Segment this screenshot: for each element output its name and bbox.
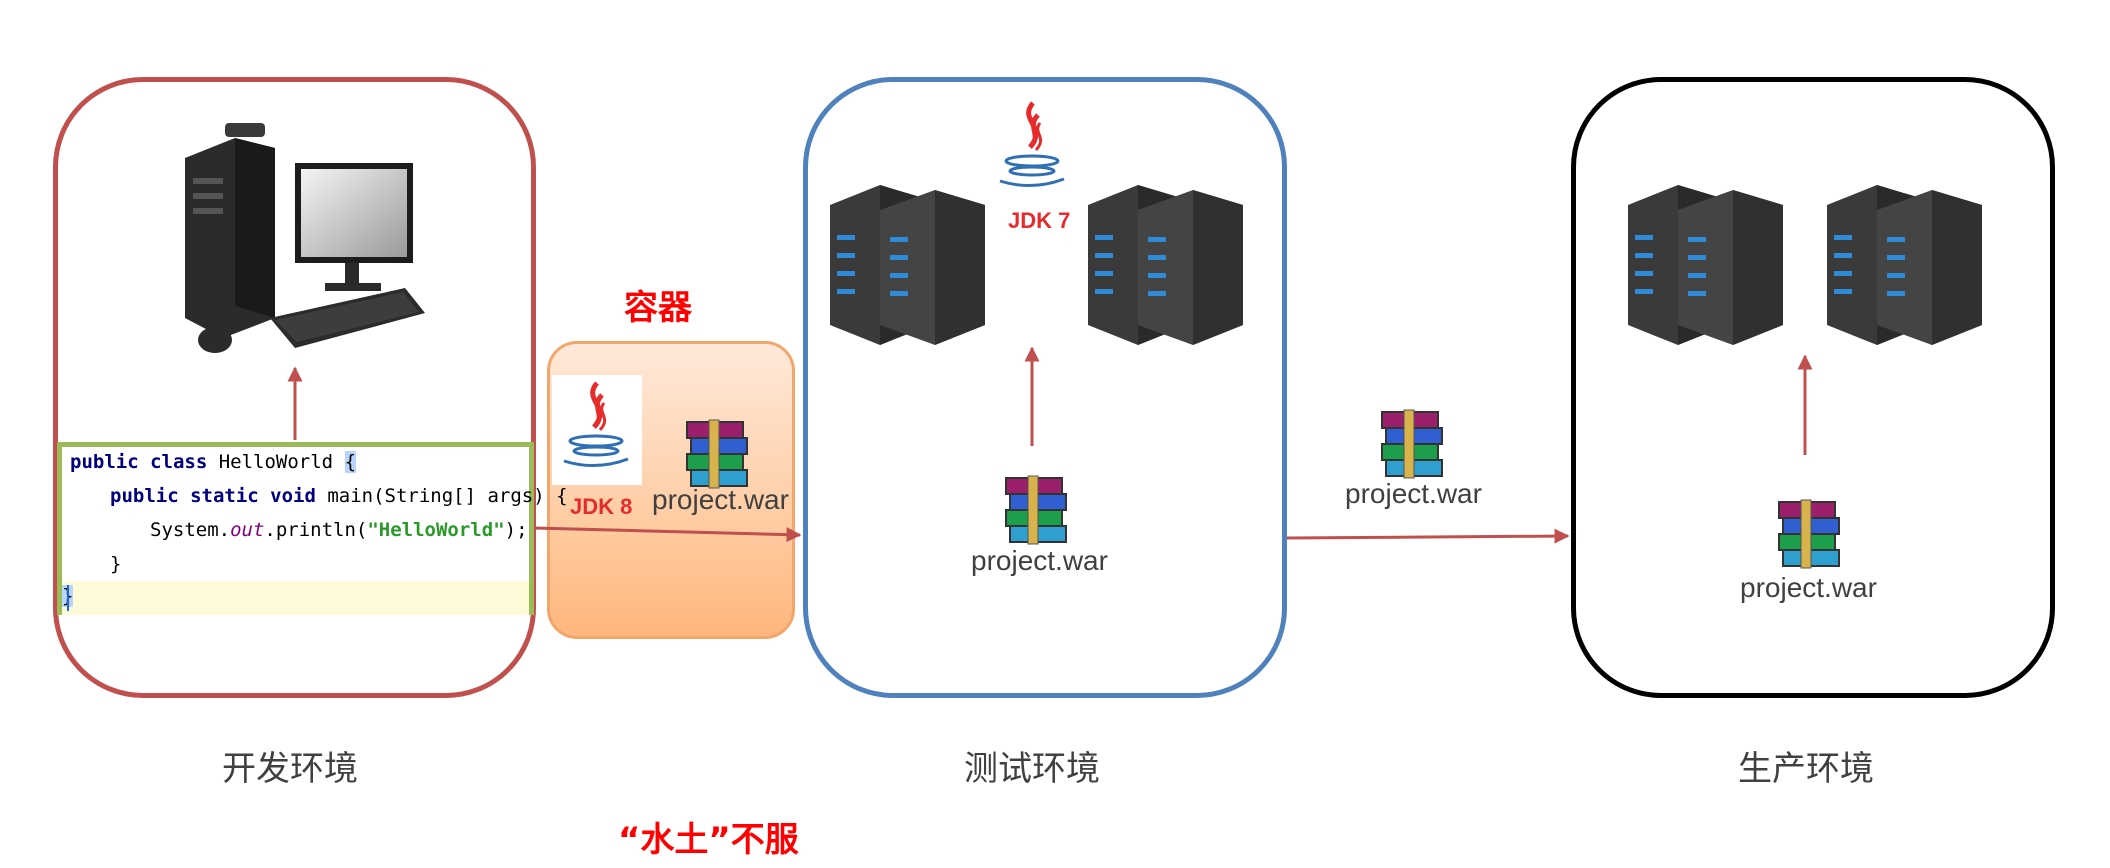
arrow-test-to-prod (1286, 528, 1570, 544)
war-archive-icon (1778, 499, 1840, 569)
code-current-line (62, 581, 529, 615)
arrow-dev-to-test (533, 526, 802, 543)
code-brace: { (344, 451, 357, 473)
code-text: System. (150, 519, 231, 541)
prod-environment-box (1571, 77, 2055, 698)
code-keyword: public static void (110, 485, 316, 507)
desktop-computer-icon (185, 123, 425, 353)
war-archive-icon (1005, 475, 1067, 545)
prod-environment-label: 生产环境 (1738, 749, 1874, 789)
code-line-4: } (110, 553, 121, 575)
code-text: HelloWorld (207, 451, 345, 473)
container-war-label: project.war (652, 484, 789, 515)
code-field: out (230, 519, 265, 541)
code-line-2: public static void main(String[] args) { (110, 485, 568, 507)
code-text: main(String[] args) { (315, 485, 568, 507)
code-text: .println( (264, 519, 368, 541)
code-text: } (110, 553, 122, 575)
prod-war-label: project.war (1740, 572, 1877, 603)
dev-environment-label: 开发环境 (222, 749, 358, 789)
war-archive-icon (686, 419, 748, 489)
compatibility-note: “水土”不服 (618, 820, 799, 860)
code-string: "HelloWorld" (367, 519, 505, 541)
war-archive-icon (1381, 409, 1443, 479)
test-war-label: project.war (971, 545, 1108, 576)
text-caret (67, 585, 69, 611)
dev-environment-box (53, 77, 536, 698)
code-keyword: public class (70, 451, 208, 473)
test-environment-label: 测试环境 (964, 749, 1100, 789)
test-jdk-label: JDK 7 (1008, 208, 1071, 233)
code-line-1: public class HelloWorld { (70, 451, 357, 473)
container-jdk-label: JDK 8 (570, 494, 633, 519)
code-text: ); (504, 519, 528, 541)
server-rack-icon (830, 185, 985, 345)
container-title: 容器 (624, 288, 692, 328)
test-environment-box (803, 77, 1287, 698)
java-logo-icon (552, 375, 642, 485)
java-logo-icon (999, 101, 1065, 188)
code-line-3: System.out.println("HelloWorld"); (150, 519, 528, 541)
code-panel: public class HelloWorld { public static … (57, 442, 568, 615)
transfer-war-label: project.war (1345, 478, 1482, 509)
server-rack-icon (1088, 185, 1243, 345)
server-rack-icon (1827, 185, 1982, 345)
server-rack-icon (1628, 185, 1783, 345)
